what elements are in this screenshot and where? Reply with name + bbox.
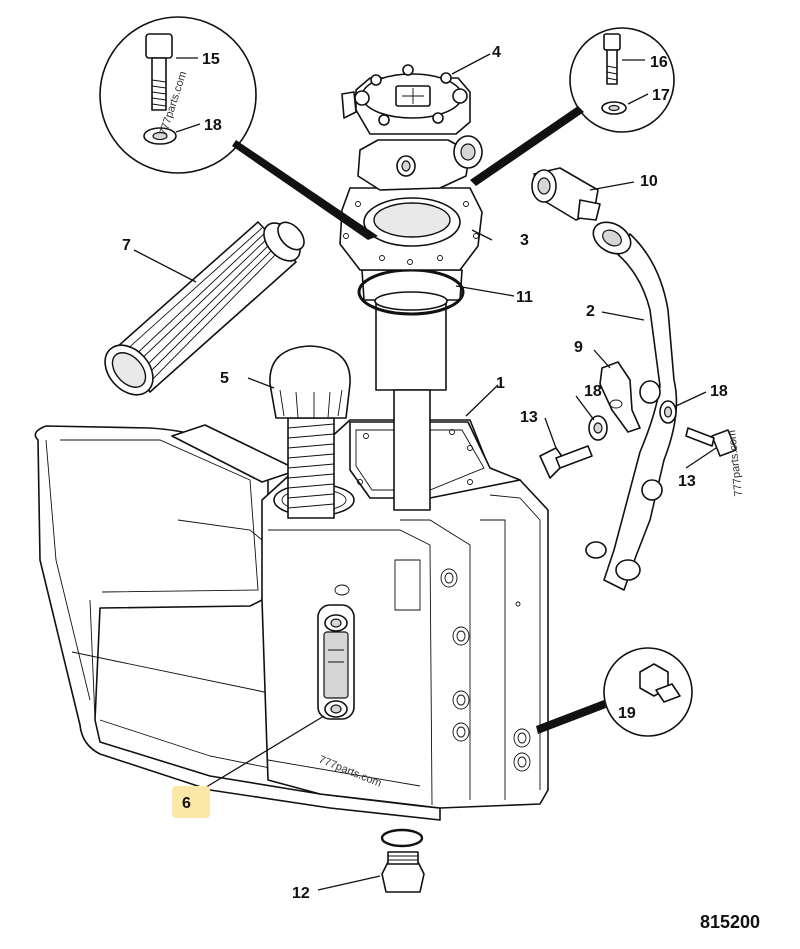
callout-19[interactable]: 19 — [618, 705, 636, 722]
callout-2[interactable]: 2 — [586, 303, 595, 320]
drain-plug — [380, 828, 425, 893]
washers-18 — [588, 400, 677, 441]
callout-3[interactable]: 3 — [520, 232, 529, 249]
callout-18-inset[interactable]: 18 — [204, 117, 222, 134]
sight-gauge[interactable] — [317, 604, 355, 720]
callout-18-right[interactable]: 18 — [710, 383, 728, 400]
callout-12[interactable]: 12 — [292, 885, 310, 902]
bracket — [599, 361, 641, 433]
callout-13-left[interactable]: 13 — [520, 409, 538, 426]
callout-5[interactable]: 5 — [220, 370, 229, 387]
inset-adapter — [536, 647, 693, 737]
callout-10[interactable]: 10 — [640, 173, 658, 190]
callout-labels: 1 2 3 4 5 6 7 9 10 11 12 13 13 15 16 17 … — [122, 44, 728, 902]
callout-13-right[interactable]: 13 — [678, 473, 696, 490]
inset-bolt-washer-2 — [470, 27, 675, 186]
side-ports — [334, 568, 531, 772]
callout-6-highlight — [172, 786, 210, 818]
watermark: 777parts.com — [726, 429, 745, 497]
callout-11[interactable]: 11 — [516, 289, 533, 306]
elbow-fitting — [531, 167, 601, 221]
callout-18-left[interactable]: 18 — [584, 383, 602, 400]
filter-head — [341, 64, 483, 191]
callout-4[interactable]: 4 — [492, 44, 501, 61]
mounting-flange — [339, 187, 483, 271]
return-pipe — [585, 221, 678, 591]
callout-15[interactable]: 15 — [202, 51, 220, 68]
callout-17[interactable]: 17 — [652, 87, 670, 104]
inset-bolt-washer — [99, 16, 378, 240]
bolts-13 — [539, 427, 737, 479]
callout-6[interactable]: 6 — [182, 795, 191, 812]
callout-16[interactable]: 16 — [650, 54, 668, 71]
callout-9[interactable]: 9 — [574, 339, 583, 356]
filler-strainer — [104, 221, 305, 396]
callout-1[interactable]: 1 — [496, 375, 505, 392]
callout-7[interactable]: 7 — [122, 237, 131, 254]
leader-lines — [133, 53, 717, 891]
filler-cap — [269, 345, 351, 519]
drawing-number: 815200 — [700, 912, 760, 932]
